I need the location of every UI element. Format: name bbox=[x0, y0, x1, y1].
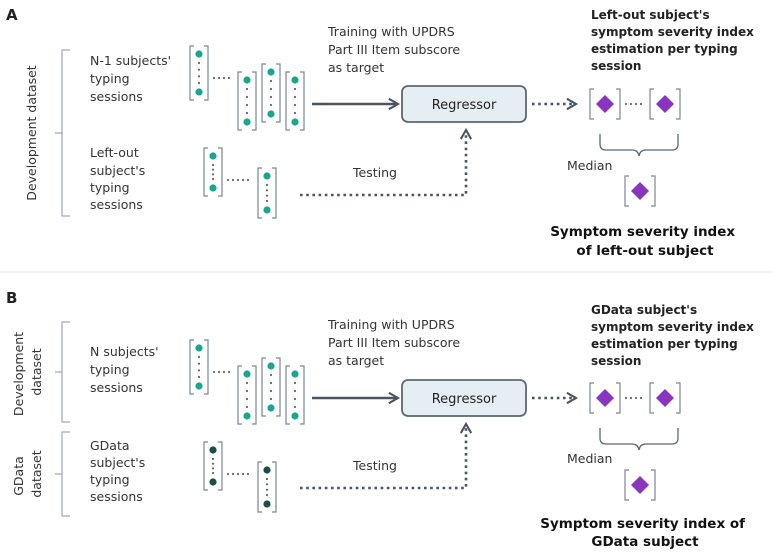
session-vector bbox=[257, 167, 277, 219]
estimation-title-b: GData subject's symptom severity index e… bbox=[591, 303, 758, 368]
train-sessions-label-b: N subjects' typing sessions bbox=[90, 344, 163, 395]
session-dot bbox=[263, 500, 271, 508]
session-vector bbox=[189, 45, 209, 101]
session-dot bbox=[267, 68, 275, 76]
regressor-label-a: Regressor bbox=[432, 98, 497, 113]
group-bracket-development-b bbox=[55, 321, 70, 423]
session-estimates-a bbox=[589, 88, 681, 120]
severity-estimate bbox=[589, 382, 621, 414]
panel-b: B Development dataset GData dataset N su… bbox=[6, 289, 758, 550]
severity-estimate bbox=[589, 88, 621, 120]
median-brace-a bbox=[599, 134, 679, 157]
median-brace-b bbox=[599, 428, 679, 451]
session-dot bbox=[267, 110, 275, 118]
session-dot bbox=[209, 152, 217, 160]
session-dot bbox=[291, 412, 299, 420]
session-vector bbox=[237, 71, 257, 131]
session-vector bbox=[203, 441, 223, 491]
group-label-development-b: Development dataset bbox=[11, 328, 44, 416]
session-vector bbox=[203, 147, 223, 197]
regressor-label-b: Regressor bbox=[432, 392, 497, 407]
training-description-b: Training with UPDRS Part III Item subsco… bbox=[327, 317, 464, 368]
session-dot bbox=[209, 184, 217, 192]
diamond-icon bbox=[596, 389, 614, 407]
session-dot bbox=[291, 118, 299, 126]
session-dot bbox=[243, 370, 251, 378]
session-vector bbox=[257, 461, 277, 513]
severity-estimate bbox=[649, 88, 681, 120]
session-dot bbox=[243, 118, 251, 126]
session-dot bbox=[195, 88, 203, 96]
diamond-icon bbox=[631, 182, 649, 200]
severity-estimate bbox=[624, 175, 656, 207]
session-dot bbox=[267, 362, 275, 370]
session-vector bbox=[189, 339, 209, 395]
session-dot bbox=[195, 344, 203, 352]
session-dot bbox=[263, 206, 271, 214]
median-label-b: Median bbox=[567, 451, 612, 466]
test-sessions-label-a: Left-out subject's typing sessions bbox=[90, 145, 149, 212]
session-dot bbox=[263, 466, 271, 474]
train-sessions-label-a: N-1 subjects' typing sessions bbox=[90, 53, 175, 104]
median-estimate-a bbox=[624, 175, 656, 207]
session-vector bbox=[285, 71, 305, 131]
result-label-a: Symptom severity index of left-out subje… bbox=[550, 224, 740, 259]
group-label-development-dataset: Development dataset bbox=[24, 65, 39, 200]
group-bracket-a bbox=[55, 49, 70, 217]
session-dot bbox=[291, 370, 299, 378]
regressor-box-b bbox=[401, 379, 527, 417]
diamond-icon bbox=[656, 95, 674, 113]
session-dot bbox=[291, 76, 299, 84]
session-vector bbox=[285, 365, 305, 425]
session-dot bbox=[209, 446, 217, 454]
session-dot bbox=[243, 76, 251, 84]
session-vector bbox=[237, 365, 257, 425]
test-sessions-label-b: GData subject's typing sessions bbox=[90, 438, 149, 504]
median-label-a: Median bbox=[567, 158, 612, 173]
severity-estimate bbox=[649, 382, 681, 414]
session-dot bbox=[263, 172, 271, 180]
testing-label-b: Testing bbox=[352, 458, 397, 473]
diamond-icon bbox=[596, 95, 614, 113]
session-estimates-b bbox=[589, 382, 681, 414]
session-dot bbox=[243, 412, 251, 420]
session-dot bbox=[195, 382, 203, 390]
diamond-icon bbox=[656, 389, 674, 407]
session-vector bbox=[261, 357, 281, 417]
test-vectors-a bbox=[203, 147, 277, 219]
training-description-a: Training with UPDRS Part III Item subsco… bbox=[327, 24, 464, 75]
session-vector bbox=[261, 63, 281, 123]
group-label-gdata-b: GData dataset bbox=[11, 450, 44, 497]
testing-arrow-a bbox=[300, 127, 473, 197]
result-label-b: Symptom severity index of GData subject bbox=[540, 516, 749, 550]
panel-letter-b: B bbox=[6, 289, 17, 307]
diamond-icon bbox=[631, 476, 649, 494]
estimation-title-a: Left-out subject's symptom severity inde… bbox=[591, 8, 758, 73]
first-session-vector bbox=[189, 45, 209, 101]
testing-arrow-b bbox=[300, 421, 473, 490]
testing-label-a: Testing bbox=[352, 165, 397, 180]
group-bracket-gdata-b bbox=[55, 431, 70, 517]
session-dot bbox=[209, 478, 217, 486]
training-vectors-a bbox=[189, 45, 306, 132]
panel-letter-a: A bbox=[6, 6, 18, 24]
training-vectors-b bbox=[189, 339, 306, 426]
severity-estimate bbox=[624, 469, 656, 501]
session-dot bbox=[195, 50, 203, 58]
median-estimate-b bbox=[624, 469, 656, 501]
regressor-box-a bbox=[401, 85, 527, 123]
test-vectors-b bbox=[203, 441, 277, 513]
first-session-vector bbox=[189, 339, 209, 395]
session-dot bbox=[267, 404, 275, 412]
panel-a: A Development dataset N-1 subjects' typi… bbox=[6, 6, 758, 259]
